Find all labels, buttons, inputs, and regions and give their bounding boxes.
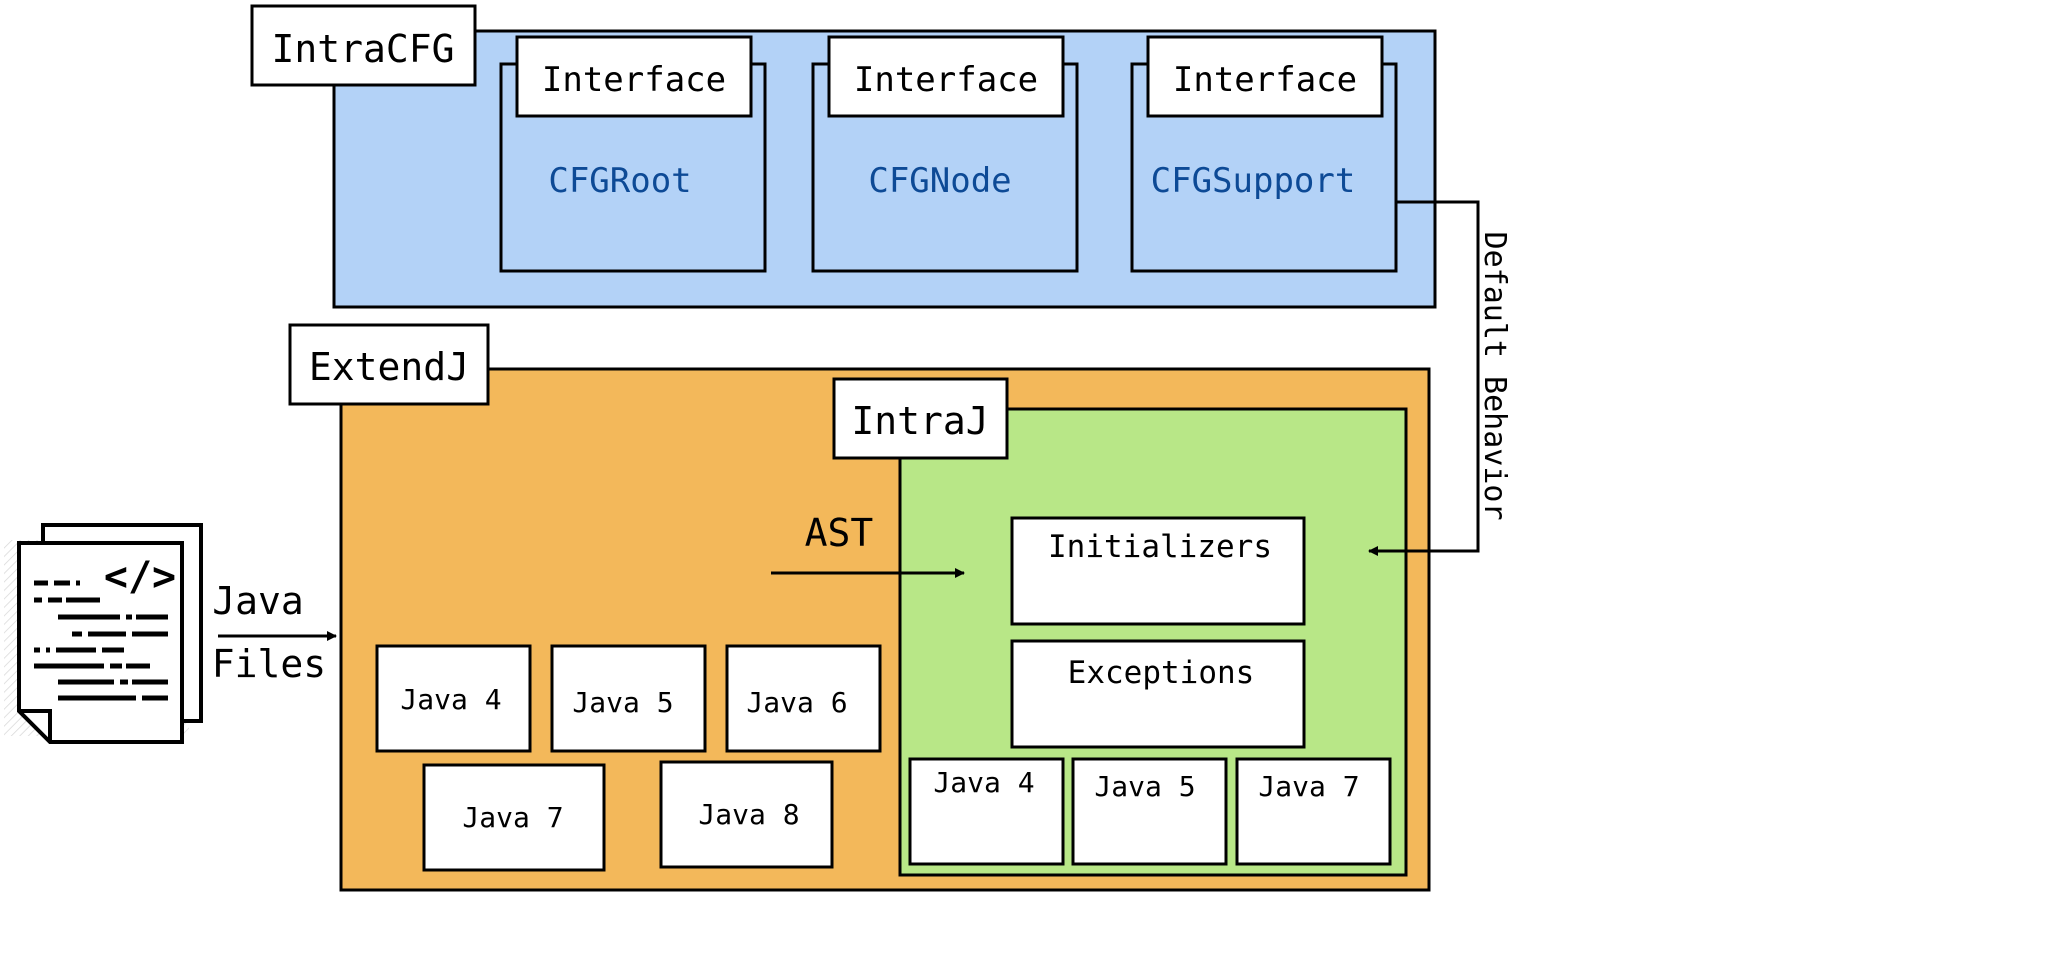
extendj-java-version: Java 7 — [422, 763, 606, 872]
intraj-title-box — [832, 377, 1009, 460]
java-version-box — [550, 644, 707, 753]
ast-edge: AST — [771, 511, 965, 578]
java-version-box — [1071, 757, 1228, 866]
java-version-label: Java 5 — [1094, 770, 1195, 803]
extendj-java-version: Java 6 — [725, 644, 882, 753]
java-version-label: Java 4 — [400, 683, 501, 716]
module-box — [1010, 639, 1306, 749]
java-version-box — [1235, 757, 1392, 866]
module-box — [1010, 516, 1306, 626]
intraj-module-exceptions: Exceptions — [1010, 639, 1306, 749]
interface-tag-box — [827, 35, 1065, 118]
interface-cfgsupport: Interface CFGSupport — [1130, 35, 1398, 273]
java-version-box — [422, 763, 606, 872]
java-version-label: Java 8 — [698, 798, 799, 831]
java-version-box — [659, 760, 834, 869]
interface-name: CFGSupport — [1151, 161, 1356, 201]
java-files-label-line1: Java — [212, 579, 304, 623]
extendj-java-version: Java 5 — [550, 644, 707, 753]
interface-name: CFGRoot — [548, 161, 691, 201]
default-behavior-edge: Default Behavior — [1368, 200, 1512, 556]
extendj-title-box — [288, 323, 490, 406]
java-version-box — [375, 644, 532, 753]
interface-tag: Interface — [1173, 60, 1357, 100]
intracfg-module: IntraCFG Interface CFGRoot Interface CFG… — [250, 4, 1437, 309]
module-label: Initializers — [1048, 529, 1272, 565]
java-version-label: Java 4 — [933, 766, 1034, 799]
svg-text:</>: </> — [104, 554, 176, 600]
extendj-java-version: Java 4 — [375, 644, 532, 753]
interface-cfgroot: Interface CFGRoot — [499, 35, 767, 273]
intraj-java-version: Java 7 — [1235, 757, 1392, 866]
java-files-edge: Java Files — [212, 579, 337, 686]
intracfg-title-box — [250, 4, 477, 87]
interface-name: CFGNode — [868, 161, 1011, 201]
interface-tag: Interface — [542, 60, 726, 100]
intraj-java-version: Java 5 — [1071, 757, 1228, 866]
java-version-label: Java 7 — [1258, 770, 1359, 803]
java-version-box — [725, 644, 882, 753]
intraj-module-initializers: Initializers — [1010, 516, 1306, 626]
intraj-title: IntraJ — [851, 399, 988, 443]
extendj-java-version: Java 8 — [659, 760, 834, 869]
default-behavior-label: Default Behavior — [1477, 232, 1512, 521]
interface-tag: Interface — [854, 60, 1038, 100]
extendj-title: ExtendJ — [309, 345, 469, 389]
java-files-label-line2: Files — [212, 642, 326, 686]
module-label: Exceptions — [1068, 655, 1255, 691]
source-code-file-icon: </> — [4, 523, 203, 744]
java-version-label: Java 7 — [462, 801, 563, 834]
default-behavior-arrow — [1368, 200, 1480, 556]
interface-cfgnode: Interface CFGNode — [811, 35, 1079, 273]
intraj-module: IntraJ Initializers Exceptions Java 4 Ja… — [832, 377, 1408, 877]
intracfg-title: IntraCFG — [271, 27, 454, 71]
intraj-java-version: Java 4 — [908, 757, 1065, 866]
java-version-label: Java 6 — [746, 686, 847, 719]
java-version-box — [908, 757, 1065, 866]
ast-label: AST — [805, 511, 874, 555]
interface-tag-box — [515, 35, 753, 118]
java-version-label: Java 5 — [572, 686, 673, 719]
interface-tag-box — [1146, 35, 1384, 118]
